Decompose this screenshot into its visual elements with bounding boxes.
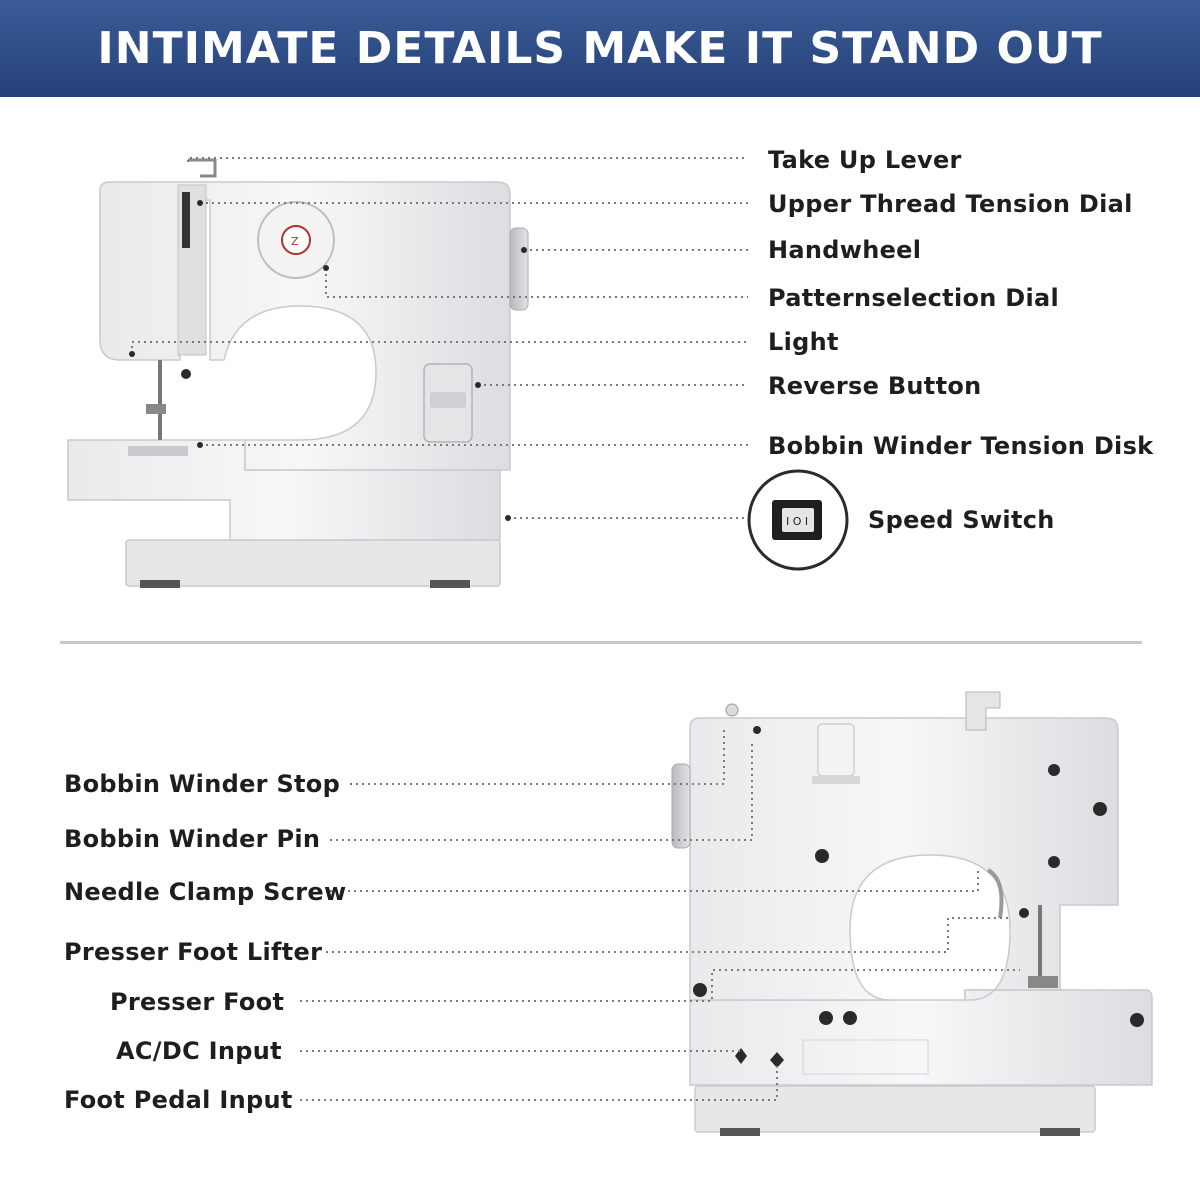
label-bobbin-winder-tension-disk: Bobbin Winder Tension Disk (768, 432, 1154, 460)
label-foot-pedal-input: Foot Pedal Input (64, 1086, 293, 1114)
label-bobbin-winder-stop: Bobbin Winder Stop (64, 770, 341, 798)
front-machine: Z (67, 158, 529, 588)
label-ac-dc-input: AC/DC Input (116, 1037, 282, 1065)
label-light: Light (768, 328, 839, 356)
label-take-up-lever: Take Up Lever (768, 146, 962, 174)
label-handwheel: Handwheel (768, 236, 922, 264)
banner-title: INTIMATE DETAILS MAKE IT STAND OUT (97, 23, 1103, 74)
label-presser-foot: Presser Foot (110, 988, 285, 1016)
header-banner: INTIMATE DETAILS MAKE IT STAND OUT (0, 0, 1200, 97)
back-leader-lines (300, 728, 1020, 1101)
back-machine (671, 691, 1153, 1136)
rocker-switch-icon: I O I (747, 469, 849, 571)
label-needle-clamp-screw: Needle Clamp Screw (64, 878, 347, 906)
label-speed-switch: Speed Switch (868, 506, 1055, 534)
section-divider (60, 641, 1142, 644)
svg-text:I O I: I O I (786, 515, 808, 528)
label-upper-thread-tension-dial: Upper Thread Tension Dial (768, 190, 1133, 218)
svg-text:Z: Z (291, 235, 299, 248)
label-pattern-selection-dial: Patternselection Dial (768, 284, 1060, 312)
label-presser-foot-lifter: Presser Foot Lifter (64, 938, 323, 966)
front-leader-lines (129, 157, 748, 521)
label-reverse-button: Reverse Button (768, 372, 982, 400)
label-bobbin-winder-pin: Bobbin Winder Pin (64, 825, 321, 853)
